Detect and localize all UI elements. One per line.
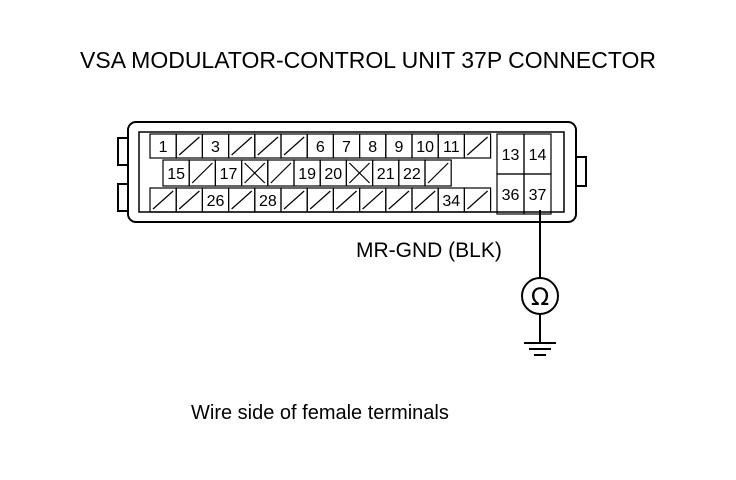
terminal-number: 7: [342, 139, 351, 156]
empty-cavity: [228, 187, 256, 213]
terminal-number: 36: [502, 187, 520, 204]
empty-cavity: [175, 133, 203, 159]
terminal-number: 28: [259, 193, 277, 210]
terminal-number: 26: [207, 193, 225, 210]
empty-cavity: [280, 133, 308, 159]
empty-cavity: [411, 187, 439, 213]
connector-right-tab: [576, 156, 587, 187]
empty-cavity: [332, 187, 361, 213]
terminal-6: 6: [306, 133, 335, 159]
empty-cavity: [424, 159, 452, 187]
connector-left-tab-upper: [117, 137, 128, 166]
terminal-number: 34: [442, 193, 460, 210]
empty-cavity: [463, 133, 492, 159]
empty-cavity: [188, 159, 216, 187]
wire-label: MR-GND (BLK): [356, 239, 502, 262]
terminal-9: 9: [385, 133, 413, 159]
terminal-19: 19: [293, 159, 321, 187]
diagram-caption: Wire side of female terminals: [191, 402, 449, 424]
empty-cavity: [359, 187, 387, 213]
connector-housing: [127, 121, 577, 223]
terminal-block-right: 13 14 36 37: [496, 133, 552, 215]
empty-cavity: [267, 159, 295, 187]
terminal-13: 13: [496, 133, 525, 175]
terminal-row-3: 26 28 34: [149, 187, 492, 213]
terminal-number: 11: [443, 139, 460, 156]
blocked-cavity: [241, 159, 269, 187]
empty-cavity: [175, 187, 203, 213]
terminal-number: 37: [529, 187, 547, 204]
empty-cavity: [385, 187, 413, 213]
empty-cavity: [463, 187, 492, 213]
diagram-title: VSA MODULATOR-CONTROL UNIT 37P CONNECTOR: [80, 47, 656, 73]
terminal-number: 20: [324, 166, 342, 183]
empty-cavity: [280, 187, 308, 213]
empty-cavity: [306, 187, 335, 213]
terminal-22: 22: [398, 159, 426, 187]
terminal-number: 8: [368, 139, 377, 156]
terminal-8: 8: [359, 133, 387, 159]
terminal-number: 10: [416, 139, 434, 156]
terminal-17: 17: [214, 159, 243, 187]
terminal-number: 14: [529, 147, 547, 164]
terminal-36: 36: [496, 173, 525, 215]
terminal-number: 3: [211, 139, 220, 156]
terminal-number: 17: [220, 166, 238, 183]
terminal-number: 15: [167, 166, 185, 183]
empty-cavity: [149, 187, 177, 213]
terminal-number: 9: [394, 139, 403, 156]
terminal-number: 1: [159, 139, 168, 156]
terminal-15: 15: [162, 159, 190, 187]
terminal-10: 10: [411, 133, 439, 159]
blocked-cavity: [345, 159, 374, 187]
terminal-number: 22: [403, 166, 421, 183]
terminal-3: 3: [201, 133, 230, 159]
terminal-7: 7: [332, 133, 361, 159]
terminal-34: 34: [437, 187, 466, 213]
terminal-number: 6: [316, 139, 325, 156]
terminal-21: 21: [372, 159, 400, 187]
connector-left-tab-lower: [117, 183, 128, 212]
empty-cavity: [254, 133, 282, 159]
terminal-26: 26: [201, 187, 230, 213]
terminal-28: 28: [254, 187, 282, 213]
terminal-number: 21: [377, 166, 395, 183]
terminal-row-2: 15 17 19 20 21 22: [162, 159, 452, 187]
terminal-11: 11: [437, 133, 466, 159]
ohm-symbol: Ω: [531, 283, 549, 311]
terminal-37: 37: [523, 173, 552, 215]
terminal-number: 13: [502, 147, 520, 164]
terminal-20: 20: [319, 159, 348, 187]
terminal-14: 14: [523, 133, 552, 175]
terminal-number: 19: [298, 166, 316, 183]
terminal-1: 1: [149, 133, 177, 159]
empty-cavity: [228, 133, 256, 159]
